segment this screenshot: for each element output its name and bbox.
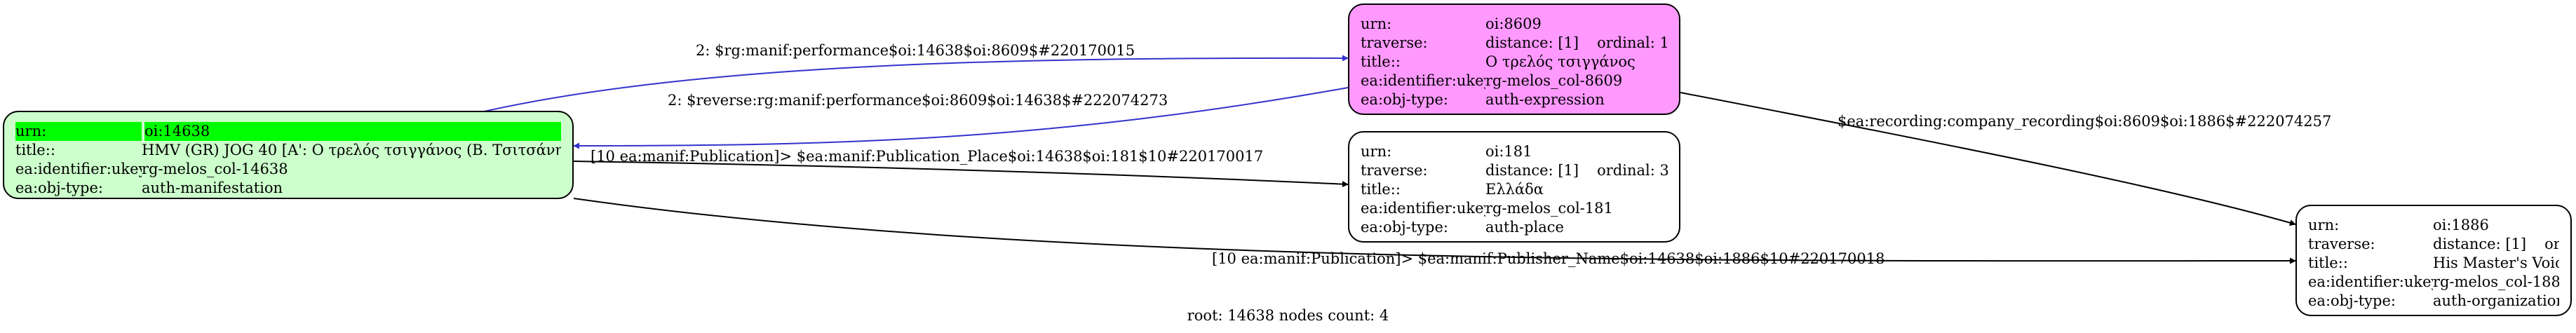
ordinal-value: ordinal: 2 [2544, 236, 2559, 252]
title-value: Ελλάδα [1485, 181, 1544, 198]
node-1886-traverse-row: traverse: distance: [1] ordinal: 2 [2308, 235, 2559, 254]
graph-footer: root: 14638 nodes count: 4 [1187, 307, 1389, 324]
urn-label: urn: [15, 122, 142, 141]
urn-label: urn: [2308, 217, 2340, 233]
ukey-label: ea:identifier:ukey [1361, 200, 1485, 217]
edge-reverse-performance [573, 87, 1349, 149]
edge-publication-place [573, 161, 1349, 188]
type-value: auth-place [1485, 219, 1564, 236]
node-1886-ukey-row: ea:identifier:ukey rg-melos_col-1886 [2308, 273, 2559, 292]
node-181-traverse-row: traverse: distance: [1] ordinal: 3 [1361, 161, 1668, 180]
edge-company-recording [1680, 92, 2296, 226]
traverse-label: traverse: [1361, 34, 1428, 51]
ordinal-value: ordinal: 1 [1597, 34, 1668, 51]
title-value: His Master's Voice (Greece) [2433, 254, 2559, 271]
traverse-label: traverse: [1361, 162, 1428, 179]
node-14638-urn-row: urn: oi:14638 [15, 122, 561, 141]
edge-publisher-name [573, 198, 2296, 264]
type-label: ea:obj-type: [1361, 219, 1448, 236]
urn-label: urn: [1361, 143, 1392, 160]
traverse-label: traverse: [2308, 236, 2375, 252]
ukey-value: rg-melos_col-14638 [142, 161, 288, 177]
node-1886-title-row: title:: His Master's Voice (Greece) [2308, 254, 2559, 273]
edge-label-performance: 2: $rg:manif:performance$oi:14638$oi:860… [696, 42, 1135, 59]
edge-label-publication-place: [10 ea:manif:Publication]> $ea:manif:Pub… [591, 148, 1263, 165]
type-value: auth-organization [2433, 292, 2559, 309]
title-label: title:: [1361, 181, 1401, 198]
type-value: auth-expression [1485, 91, 1605, 108]
urn-value: oi:8609 [1485, 15, 1542, 32]
ordinal-value: ordinal: 3 [1597, 162, 1668, 179]
node-181-type-row: ea:obj-type: auth-place [1361, 218, 1668, 237]
node-181[interactable]: urn: oi:181 traverse: distance: [1] ordin… [1348, 131, 1680, 243]
type-value: auth-manifestation [142, 179, 283, 196]
node-1886-type-row: ea:obj-type: auth-organization [2308, 292, 2559, 311]
node-1886[interactable]: urn: oi:1886 traverse: distance: [1] ordi… [2295, 205, 2572, 316]
title-value: HMV (GR) JOG 40 [Α': Ο τρελός τσιγγάνος … [142, 142, 561, 158]
node-181-ukey-row: ea:identifier:ukey rg-melos_col-181 [1361, 199, 1668, 218]
distance-value: distance: [1] [2433, 236, 2527, 252]
node-181-title-row: title:: Ελλάδα [1361, 180, 1668, 199]
node-8609-type-row: ea:obj-type: auth-expression [1361, 90, 1668, 109]
edge-performance [483, 55, 1349, 112]
urn-value: oi:14638 [144, 122, 561, 141]
node-14638-title-row: title:: HMV (GR) JOG 40 [Α': Ο τρελός τσ… [15, 141, 561, 160]
distance-value: distance: [1] [1485, 34, 1579, 51]
urn-value: oi:1886 [2433, 217, 2489, 233]
node-14638-type-row: ea:obj-type: auth-manifestation [15, 179, 561, 198]
node-8609-traverse-row: traverse: distance: [1] ordinal: 1 [1361, 34, 1668, 53]
edge-label-publisher-name: [10 ea:manif:Publication]> $ea:manif:Pub… [1212, 250, 1884, 267]
title-label: title:: [1361, 53, 1401, 70]
node-8609[interactable]: urn: oi:8609 traverse: distance: [1] ordi… [1348, 4, 1680, 115]
edge-label-reverse-performance: 2: $reverse:rg:manif:performance$oi:8609… [668, 92, 1168, 109]
node-8609-title-row: title:: Ο τρελός τσιγγάνος [1361, 53, 1668, 72]
node-14638-ukey-row: ea:identifier:ukey rg-melos_col-14638 [15, 160, 561, 179]
node-8609-ukey-row: ea:identifier:ukey rg-melos_col-8609 [1361, 72, 1668, 90]
node-8609-urn-row: urn: oi:8609 [1361, 15, 1668, 34]
ukey-value: rg-melos_col-181 [1485, 200, 1613, 217]
node-14638[interactable]: urn: oi:14638 title:: HMV (GR) JOG 40 [Α… [3, 111, 574, 199]
ukey-label: ea:identifier:ukey [2308, 273, 2433, 290]
urn-label: urn: [1361, 15, 1392, 32]
ukey-label: ea:identifier:ukey [15, 161, 142, 177]
distance-value: distance: [1] [1485, 162, 1579, 179]
ukey-value: rg-melos_col-8609 [1485, 72, 1623, 89]
node-181-urn-row: urn: oi:181 [1361, 142, 1668, 161]
ukey-value: rg-melos_col-1886 [2433, 273, 2559, 290]
node-1886-urn-row: urn: oi:1886 [2308, 216, 2559, 235]
urn-value: oi:181 [1485, 143, 1532, 160]
title-value: Ο τρελός τσιγγάνος [1485, 53, 1636, 70]
ukey-label: ea:identifier:ukey [1361, 72, 1485, 89]
type-label: ea:obj-type: [1361, 91, 1448, 108]
edge-label-company-recording: $ea:recording:company_recording$oi:8609$… [1837, 113, 2331, 130]
type-label: ea:obj-type: [15, 179, 103, 196]
title-label: title:: [15, 142, 55, 158]
type-label: ea:obj-type: [2308, 292, 2396, 309]
title-label: title:: [2308, 254, 2348, 271]
